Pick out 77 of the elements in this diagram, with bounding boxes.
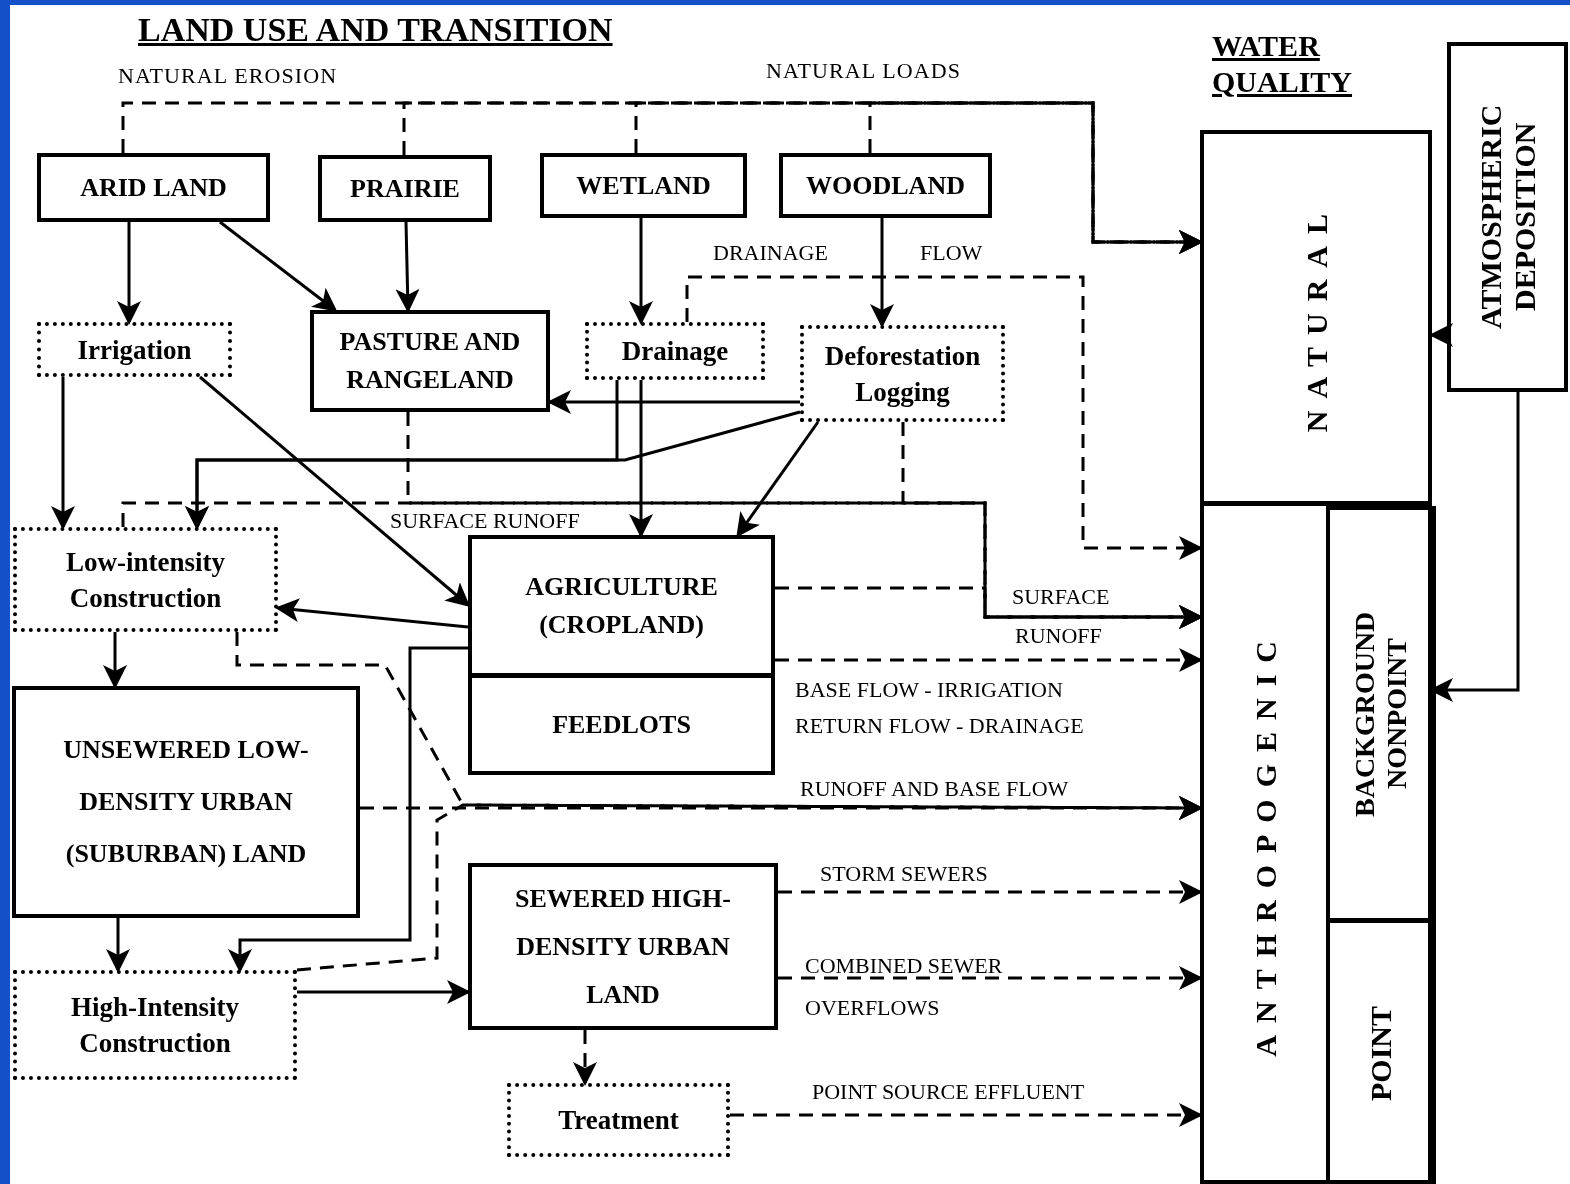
node-label: ARID LAND [80,171,227,204]
land-use-box [318,155,492,222]
process-box [37,322,232,377]
land-use-box [310,310,550,412]
arrow [629,380,653,538]
land-use-box [12,686,360,918]
arrow [199,375,471,607]
arrow [228,646,468,973]
vertical-label: ATMOSPHERIC DEPOSITION [1473,103,1542,332]
node-label: Deforestation Logging [823,339,982,409]
node-label: WOODLAND [806,169,965,202]
arrow [51,377,75,530]
node-label: Irrigation [77,333,192,367]
node-label: Treatment [558,1104,679,1137]
vertical-label: NATURAL [1298,202,1334,433]
node-label: High-Intensity Construction [70,991,240,1060]
node-label: SEWERED HIGH-DENSITY URBAN LAND [514,882,732,1011]
heading: WATER QUALITY [1212,28,1354,100]
arrow [685,275,1203,560]
land-use-box [37,153,270,222]
category-box [1326,919,1436,1184]
flow-label: RUNOFF AND BASE FLOW [800,776,1069,802]
arrow [778,880,1203,904]
arrow [736,421,820,538]
flow-label: SURFACE RUNOFF [390,508,580,534]
arrow [117,222,141,325]
process-box [800,325,1005,422]
arrow [106,918,130,973]
land-use-box [779,153,992,218]
node-label: UNSEWERED LOW-DENSITY URBAN (SUBURBAN) LAND [62,734,310,870]
arrow [1429,323,1453,347]
arrow [547,390,800,414]
vertical-label: ANTHROPOGENIC [1247,629,1283,1057]
arrow [870,218,894,328]
vertical-label: BACKGROUND NONPOINT [1349,610,1413,819]
edge-label: STORM SEWERS [820,860,988,888]
arrow [395,221,420,313]
arrow [103,632,127,689]
node-label: FEEDLOTS [552,708,691,741]
arrow [219,220,338,312]
flow-label: RUNOFF [1015,623,1102,649]
arrow [730,1103,1203,1127]
node-label: Drainage [621,335,729,368]
arrow [629,218,653,325]
node-label: PASTURE AND RANGELAND [338,326,522,396]
node-label: Low-intensity Construction [65,545,226,615]
arrow [778,966,1203,990]
land-use-box [468,535,775,677]
flow-label: NATURAL EROSION [118,63,338,89]
process-box [507,1083,730,1157]
node-label: PRAIRIE [350,172,460,205]
land-use-box [540,153,747,218]
arrow [275,598,469,629]
category-box [1200,130,1432,505]
source-box [1447,42,1568,392]
arrow [296,795,1203,972]
land-use-box [468,863,778,1030]
process-box [13,970,297,1080]
flow-label: FLOW [920,240,983,266]
edge-label: COMBINED SEWER OVERFLOWS [805,952,1004,1022]
arrow [573,1030,597,1086]
arrow [297,980,471,1004]
node-label: AGRICULTURE (CROPLAND) [524,571,719,641]
node-label: WETLAND [576,169,711,202]
process-box [13,527,278,632]
title: LAND USE AND TRANSITION [138,10,613,50]
edge-label: BASE FLOW - IRRIGATION RETURN FLOW - DRAINAGE [795,676,1085,740]
flow-label: NATURAL LOADS [766,58,961,84]
flow-label: SURFACE [1012,584,1110,610]
arrow [775,648,1203,672]
edge-label: POINT SOURCE EFFLUENT [812,1078,1085,1106]
vertical-label: POINT [1364,1006,1398,1101]
arrow [185,380,619,530]
process-box [585,322,765,380]
flow-label: DRAINAGE [713,240,828,266]
land-use-box [468,674,775,775]
category-box [1326,506,1436,922]
